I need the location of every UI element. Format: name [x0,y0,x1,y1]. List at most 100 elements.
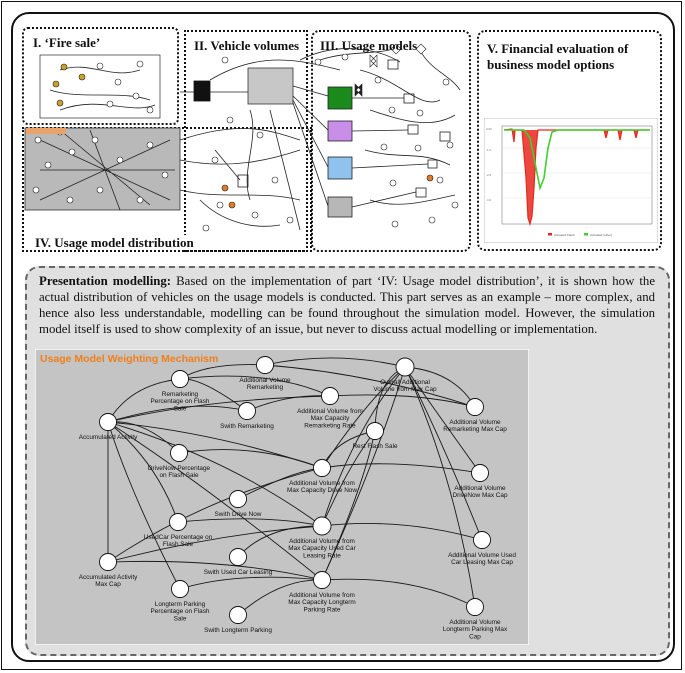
node-label-add-vol-longterm-cap: Longterm Parking Max [443,626,508,633]
node-add-vol-max-drivenow [313,459,331,477]
presentation-text: Presentation modelling: Based on the imp… [39,273,655,337]
series-activated-other [504,129,650,191]
node-label-rest-flash: Rest Flash Sale [352,443,398,450]
phase-title-usage-distribution: IV. Usage model distribution [33,235,196,250]
node-longterm-pct [171,580,189,598]
node-add-vol-drivenow-cap [471,464,489,482]
link-add_vol_max_drivenow-to-overall_add [321,366,406,469]
link-overall_add-to-add_vol_max_usedcar [321,366,406,527]
node-swith-longterm [229,606,247,624]
node-label-overall-add: Volume from Max Cap [373,386,437,393]
link-longterm_pct-to-add_vol_max_longterm [179,576,323,590]
weighting-mechanism-diagram: Usage Model Weighting Mechanism Remarket… [35,349,529,645]
node-add-vol-max-longterm [313,571,331,589]
node-label-usedcar-pct: UsedCar Percentage on [144,534,213,541]
phase-title-financial-line1: V. Financial evaluation of [487,41,629,56]
link-overall_add-to-add_vol_usedcar_cap [404,366,483,541]
node-label-add-vol-max-drivenow: Additional Volume from [289,480,355,487]
node-label-swith-longterm: Swith Longterm Parking [204,627,272,634]
node-label-longterm-pct: Sale [174,615,187,622]
phase-title-vehicle-volumes: II. Vehicle volumes [194,38,300,53]
node-label-remark-pct: Percentage on Flash [151,398,210,405]
node-add-vol-max-usedcar [312,516,332,536]
link-add_vol_max_longterm-to-overall_add [321,366,406,581]
node-add-vol-longterm-cap [466,598,484,616]
link-add_vol_max_usedcar-to-add_vol_usedcar_cap [321,523,483,541]
financial-evaluation-chart: 0.00-1.0-2.0-3.0 Activated Flash Activat… [484,118,658,243]
link-accum_activity_cap-to-add_vol_max_drivenow [107,467,323,563]
link-add_vol_max_longterm-to-add_vol_longterm_cap [321,578,476,608]
svg-text:-3.0: -3.0 [486,198,492,202]
node-label-add-vol-max-usedcar: Additional Volume from [289,538,355,545]
node-label-add-vol-drivenow-cap: Additional Volume [454,485,506,492]
node-label-add-vol-remark: Additional Volume [239,377,291,384]
link-accum_activity-to-add_vol_max_usedcar [107,421,323,527]
link-add_vol_remark-to-add_vol_remark_cap [264,364,476,408]
link-remark_pct-to-add_vol_max_remark_rate [179,375,331,397]
node-label-add-vol-max-remark-rate: Remarketing Rate [304,422,356,429]
node-label-drivenow-pct: on Flash Sale [159,472,199,479]
node-swith-remark [238,402,256,420]
node-label-accum-activity-cap: Max Cap [95,581,121,588]
link-accum_activity-to-longterm_pct [107,421,181,590]
node-label-add-vol-drivenow-cap: DriveNow Max Cap [452,492,507,499]
node-label-drivenow-pct: DriveNow Percentage [148,465,211,472]
node-label-swith-usedcar: Swith Used Car Leasing [204,569,273,576]
node-label-add-vol-max-longterm: Max Capacity Longterm [288,599,356,606]
svg-text:0.00: 0.00 [486,127,492,131]
node-usedcar-pct [169,513,187,531]
presentation-body: Based on the implementation of part ‘IV:… [39,274,655,336]
node-label-add-vol-remark-cap: Remarketing Max Cap [443,426,507,433]
link-accum_activity-to-swith_remark [107,405,248,423]
legend-activated-flash: Activated Flash [554,233,575,237]
node-label-add-vol-remark-cap: Additional Volume [449,419,501,426]
node-label-remark-pct: Remarketing [162,391,199,398]
simulation-model-overview [24,43,461,232]
node-label-swith-drivenow: Swith Drive Now [215,511,262,518]
node-accum-activity [99,413,117,431]
outer-rounded-frame [11,12,675,662]
node-swith-drivenow [229,490,247,508]
link-accum_activity_cap-to-add_vol_max_longterm [107,560,323,581]
svg-text:-2.0: -2.0 [486,173,492,177]
node-drivenow-pct [170,444,188,462]
phase-title-financial-line2: business model options [487,57,615,72]
node-label-accum-activity-cap: Accumulated Activity [79,574,138,581]
node-label-add-vol-max-remark-rate: Additional Volume from [297,408,363,415]
node-rest-flash [366,422,384,440]
node-label-remark-pct: Sale [174,405,187,412]
node-label-add-vol-max-remark-rate: Max Capacity [311,415,351,422]
presentation-heading: Presentation modelling: [39,274,172,288]
link-add_vol_max_remark_rate-to-add_vol_remark_cap [329,394,476,408]
legend-activated-other: Activated (other) [590,233,612,237]
link-overall_add-to-add_vol_longterm_cap [404,366,476,608]
node-label-usedcar-pct: Flash Sale [163,541,194,548]
link-accum_activity_cap-to-add_vol_max_usedcar [107,525,323,563]
node-add-vol-usedcar-cap [473,531,491,549]
node-add-vol-remark-cap [466,398,484,416]
link-accum_activity-to-add_vol_max_longterm [107,421,323,581]
phase-title-usage-models: III. Usage models [320,38,418,53]
node-label-add-vol-usedcar-cap: Additional Volume Used [448,552,516,559]
node-label-longterm-pct: Longterm Parking [155,601,206,608]
panel-vehicle-volumes [184,30,308,252]
node-label-add-vol-usedcar-cap: Car Leasing Max Cap [451,559,513,566]
node-label-swith-remark: Swith Remarketing [220,423,274,430]
link-drivenow_pct-to-add_vol_max_drivenow [178,449,323,469]
panel-fire-sale [22,27,179,125]
node-label-add-vol-max-usedcar: Max Capacity Used Car [288,545,356,552]
link-add_vol_max_drivenow-to-add_vol_drivenow_cap [321,463,481,474]
node-label-add-vol-max-longterm: Additional Volume from [289,592,355,599]
weighting-title: Usage Model Weighting Mechanism [40,353,218,365]
link-usedcar_pct-to-add_vol_max_usedcar [177,518,323,527]
node-overall-add [395,357,415,377]
node-label-add-vol-longterm-cap: Cap [469,633,481,640]
node-label-add-vol-max-usedcar: Leasing Rate [303,552,341,559]
link-overall_add-to-add_vol_drivenow_cap [404,366,481,474]
node-label-add-vol-max-longterm: Parking Rate [304,606,341,613]
node-label-add-vol-remark: Remarketing [247,384,284,391]
node-label-longterm-pct: Percentage on Flash [151,608,210,615]
node-add-vol-max-remark-rate [321,387,339,405]
node-label-overall-add: Overall Additional [380,379,430,386]
